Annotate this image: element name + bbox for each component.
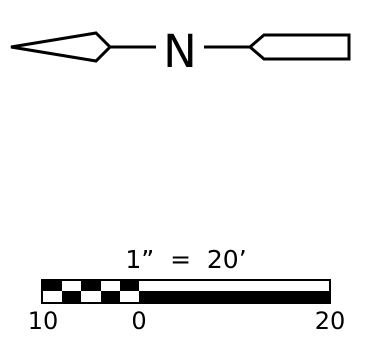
- north-letter: N: [163, 25, 197, 78]
- north-arrow-head-icon: [247, 33, 351, 61]
- scale-label-0: 0: [131, 307, 146, 335]
- scale-ratio-text: 1” = 20’: [125, 245, 246, 274]
- north-arrow-tail-icon: [10, 31, 113, 63]
- scale-check: [81, 280, 101, 291]
- scale-check: [42, 280, 62, 291]
- scale-check: [101, 291, 120, 303]
- scale-label-10: 10: [28, 307, 59, 335]
- scale-check: [120, 280, 139, 291]
- north-arrow: [10, 31, 351, 63]
- scale-solid-segment: [139, 291, 330, 303]
- scale-bar: [41, 279, 331, 304]
- scale-check: [62, 291, 81, 303]
- scale-label-20: 20: [315, 307, 346, 335]
